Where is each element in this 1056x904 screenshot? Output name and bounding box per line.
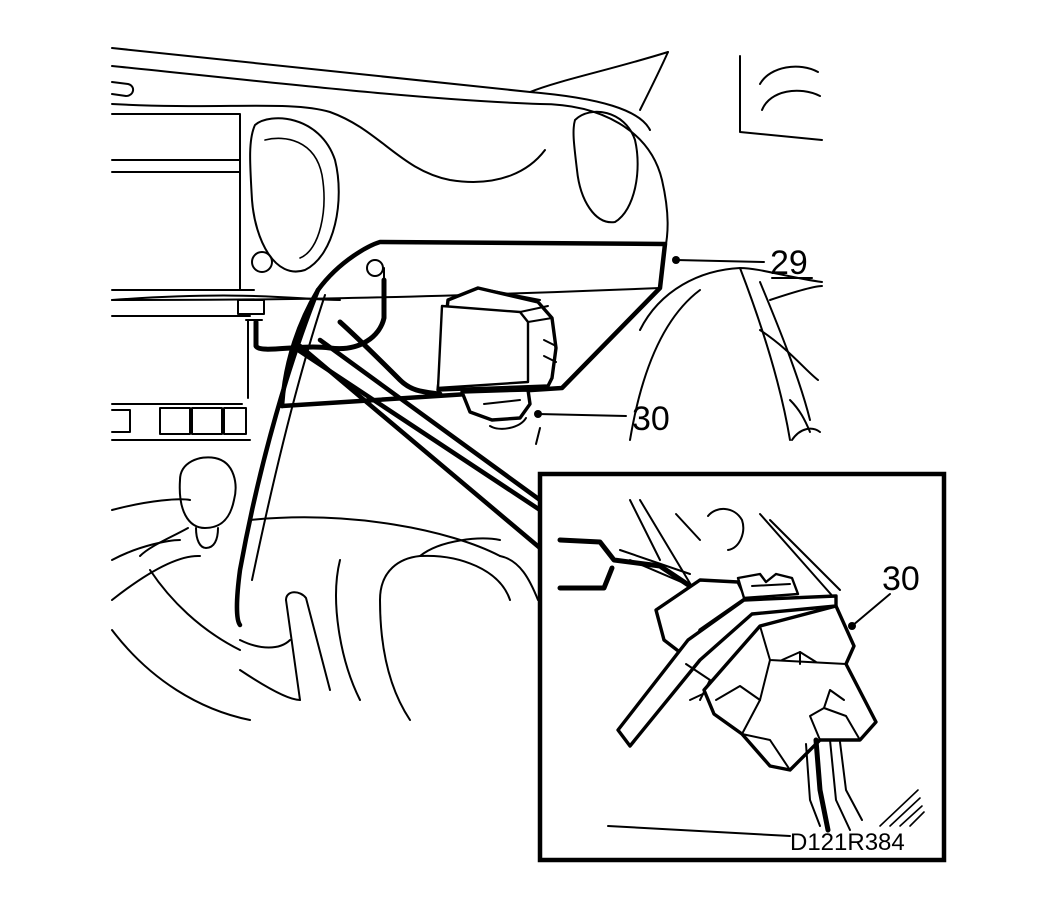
right-interior [629, 55, 823, 441]
control-module [436, 286, 558, 430]
callout-leaders [534, 256, 891, 630]
callout-label-30: 30 [632, 400, 670, 438]
lower-interior [111, 456, 539, 721]
glovebox-panel [111, 239, 668, 628]
leader-line-30-detail [851, 593, 891, 627]
dashboard-outline [111, 47, 669, 441]
leader-line-29 [675, 259, 765, 263]
detail-inset [537, 471, 947, 863]
figure-code: D121R384 [790, 829, 905, 856]
callout-label-29: 29 [770, 244, 808, 282]
zoom-cone [295, 337, 543, 551]
leader-line-30 [537, 413, 627, 417]
callout-label-30-detail: 30 [882, 560, 920, 598]
